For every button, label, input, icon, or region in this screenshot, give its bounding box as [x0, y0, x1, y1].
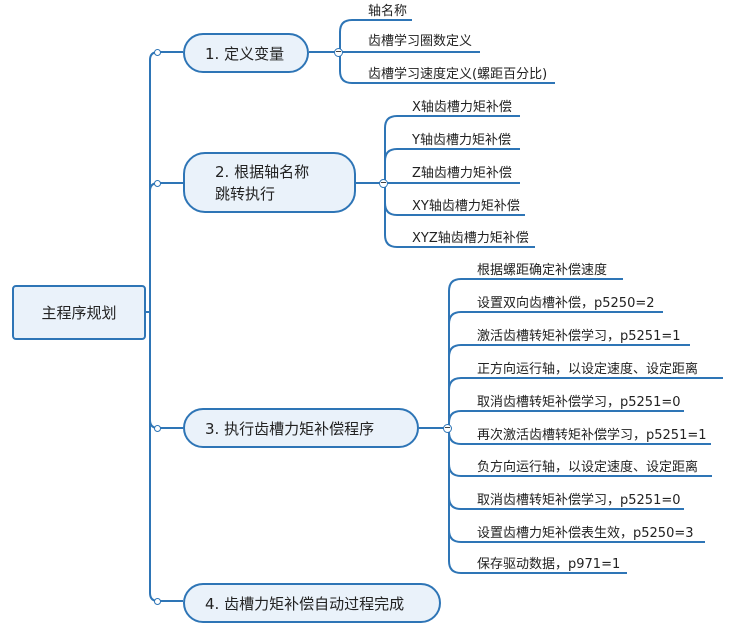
child-topic[interactable]: 设置双向齿槽补偿，p5250=2: [477, 296, 655, 311]
trunk-branch-4: [149, 312, 183, 602]
child-underline: [448, 344, 690, 428]
branch-label-line1: 2. 根据轴名称: [215, 162, 310, 181]
connector-dot: [154, 179, 161, 187]
child-topic[interactable]: 负方向运行轴，以设定速度、设定距离: [477, 460, 699, 475]
child-topic[interactable]: X轴齿槽力矩补偿: [412, 100, 512, 115]
collapse-toggle-icon[interactable]: [442, 423, 452, 433]
collapse-toggle-icon[interactable]: [333, 47, 343, 57]
child-topic[interactable]: XY轴齿槽力矩补偿: [412, 199, 520, 214]
connector-dot: [154, 597, 161, 605]
branch-node-1[interactable]: 1. 定义变量: [183, 33, 309, 73]
child-underline: [384, 148, 520, 183]
branch-label: 3. 执行齿槽力矩补偿程序: [205, 419, 375, 438]
child-topic[interactable]: 齿槽学习速度定义(螺距百分比): [368, 67, 548, 82]
root-node[interactable]: 主程序规划: [12, 285, 146, 340]
trunk-branch-3: [149, 312, 183, 429]
child-topic[interactable]: 正方向运行轴，以设定速度、设定距离: [477, 362, 699, 377]
child-topic[interactable]: 取消齿槽转矩补偿学习，p5251=0: [477, 493, 681, 508]
branch-node-2[interactable]: 2. 根据轴名称 跳转执行: [183, 152, 356, 213]
child-underline: [384, 115, 520, 183]
child-topic[interactable]: Z轴齿槽力矩补偿: [412, 166, 512, 181]
connector-dot: [154, 48, 161, 56]
branch-label-line2: 跳转执行: [215, 184, 276, 203]
child-topic[interactable]: 根据螺距确定补偿速度: [477, 263, 608, 278]
child-topic[interactable]: Y轴齿槽力矩补偿: [412, 133, 511, 148]
child-topic[interactable]: 设置齿槽力矩补偿表生效，p5250=3: [477, 526, 694, 541]
child-underline: [448, 278, 623, 428]
child-underline: [384, 183, 535, 248]
collapse-toggle-icon[interactable]: [378, 178, 388, 188]
child-topic[interactable]: 再次激活齿槽转矩补偿学习，p5251=1: [477, 428, 707, 443]
connector-dot: [154, 424, 161, 432]
child-underline: [448, 377, 723, 428]
child-underline: [339, 52, 555, 84]
child-topic[interactable]: 轴名称: [368, 4, 408, 19]
child-underline: [448, 311, 663, 428]
branch-label: 4. 齿槽力矩补偿自动过程完成: [205, 594, 405, 613]
child-topic[interactable]: 取消齿槽转矩补偿学习，p5251=0: [477, 395, 681, 410]
branch-label: 1. 定义变量: [205, 44, 285, 63]
child-underline: [339, 19, 412, 52]
branch-node-3[interactable]: 3. 执行齿槽力矩补偿程序: [183, 408, 419, 448]
child-topic[interactable]: 保存驱动数据，p971=1: [477, 557, 621, 572]
child-underline: [448, 428, 627, 574]
root-label: 主程序规划: [41, 304, 117, 322]
child-topic[interactable]: 齿槽学习圈数定义: [368, 34, 473, 49]
child-underline: [448, 410, 684, 428]
branch-node-4[interactable]: 4. 齿槽力矩补偿自动过程完成: [183, 583, 441, 623]
child-topic[interactable]: 激活齿槽转矩补偿学习，p5251=1: [477, 329, 681, 344]
child-topic[interactable]: XYZ轴齿槽力矩补偿: [412, 231, 529, 246]
trunk-branch-2: [149, 182, 183, 312]
